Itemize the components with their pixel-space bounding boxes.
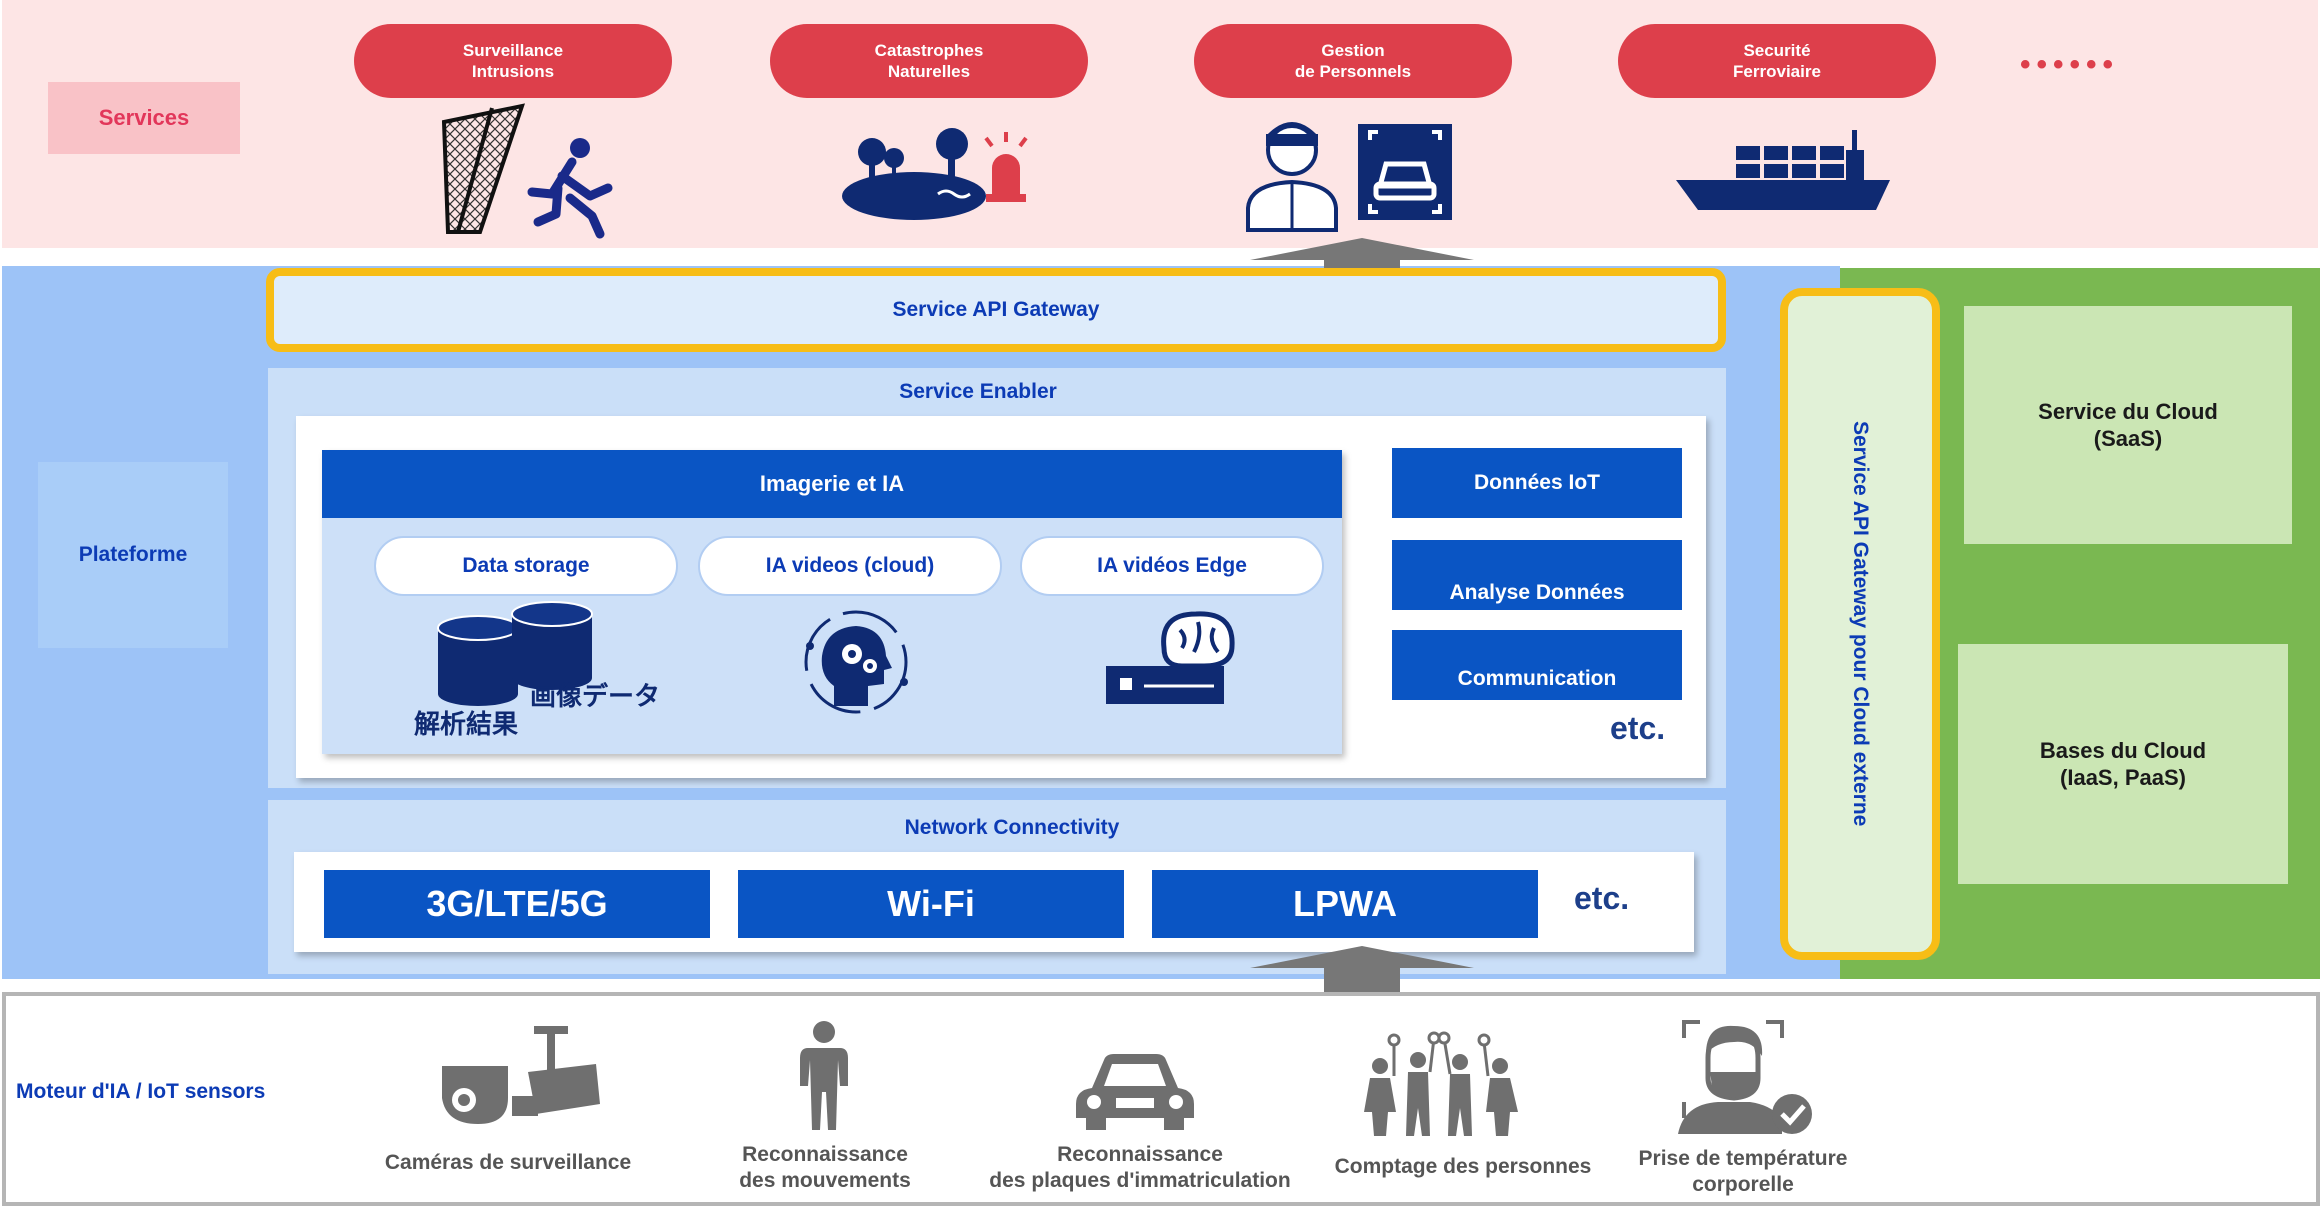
- database-icon: [437, 601, 593, 706]
- sensor-counting-label: Comptage des personnes: [1334, 1155, 1592, 1178]
- imagerie-header: Imagerie et IA: [322, 450, 1342, 518]
- storage-caption-image-data: 画像データ: [530, 681, 661, 711]
- crowd-icon: [1364, 1031, 1518, 1136]
- donnees-iot-button[interactable]: Données IoT: [1392, 448, 1682, 518]
- service-pill-securite[interactable]: Securité Ferroviaire: [1618, 24, 1936, 98]
- storage-caption-analysis: 解析結果: [414, 709, 519, 739]
- plateforme-label: Plateforme: [38, 462, 228, 648]
- network-lpwa-button[interactable]: LPWA: [1152, 870, 1538, 938]
- cloud-saas-box[interactable]: Service du Cloud (SaaS): [1964, 306, 2292, 544]
- network-connectivity-title: Network Connectivity: [904, 816, 1120, 839]
- sensor-plates-label: Reconnaissance des plaques d'immatricula…: [989, 1143, 1291, 1192]
- service-enabler-title: Service Enabler: [899, 380, 1057, 403]
- service-pill-gestion[interactable]: Gestion de Personnels: [1194, 24, 1512, 98]
- network-etc-label: etc.: [1574, 880, 1630, 916]
- ia-videos-cloud-pill[interactable]: IA videos (cloud): [698, 536, 1002, 596]
- more-services-dots: ••••••: [2020, 48, 2120, 81]
- car-icon: [1076, 1054, 1194, 1130]
- person-icon: [800, 1021, 848, 1130]
- sensor-temperature-label: Prise de température corporelle: [1638, 1147, 1848, 1196]
- face-temperature-icon: [1678, 1020, 1812, 1134]
- sensors-band: [2, 992, 2320, 1206]
- analyse-donnees-button[interactable]: Analyse Données: [1392, 540, 1682, 610]
- communication-button[interactable]: Communication: [1392, 630, 1682, 700]
- guard-car-scan-icon: [1246, 122, 1452, 232]
- ai-head-gears-icon: [804, 610, 908, 714]
- service-pill-surveillance[interactable]: Surveillance Intrusions: [354, 24, 672, 98]
- island-alarm-icon: [842, 128, 1028, 220]
- fence-intruder-icon: [441, 103, 613, 239]
- enabler-etc-label: etc.: [1610, 710, 1666, 746]
- data-storage-pill[interactable]: Data storage: [374, 536, 678, 596]
- network-3g-lte-5g-button[interactable]: 3G/LTE/5G: [324, 870, 710, 938]
- surveillance-camera-icon: [442, 1026, 600, 1124]
- cloud-gateway-box: [1780, 288, 1940, 960]
- sensor-movement-label: Reconnaissance des mouvements: [739, 1143, 911, 1192]
- service-api-gateway[interactable]: Service API Gateway: [266, 268, 1726, 352]
- services-band: [2, 0, 2318, 248]
- ia-videos-edge-pill[interactable]: IA vidéos Edge: [1020, 536, 1324, 596]
- cloud-gateway-label[interactable]: Service API Gateway pour Cloud externe: [1780, 288, 1940, 960]
- network-wifi-button[interactable]: Wi-Fi: [738, 870, 1124, 938]
- edge-device-brain-icon: [1106, 611, 1235, 704]
- cloud-gateway-text: Service API Gateway pour Cloud externe: [1849, 421, 1872, 827]
- service-pill-catastrophes[interactable]: Catastrophes Naturelles: [770, 24, 1088, 98]
- services-label: Services: [48, 82, 240, 154]
- cargo-ship-icon: [1676, 130, 1890, 210]
- sensor-cameras-label: Caméras de surveillance: [384, 1151, 632, 1174]
- cloud-iaas-box[interactable]: Bases du Cloud (IaaS, PaaS): [1958, 644, 2288, 884]
- sensors-label: Moteur d'IA / IoT sensors: [16, 1080, 266, 1103]
